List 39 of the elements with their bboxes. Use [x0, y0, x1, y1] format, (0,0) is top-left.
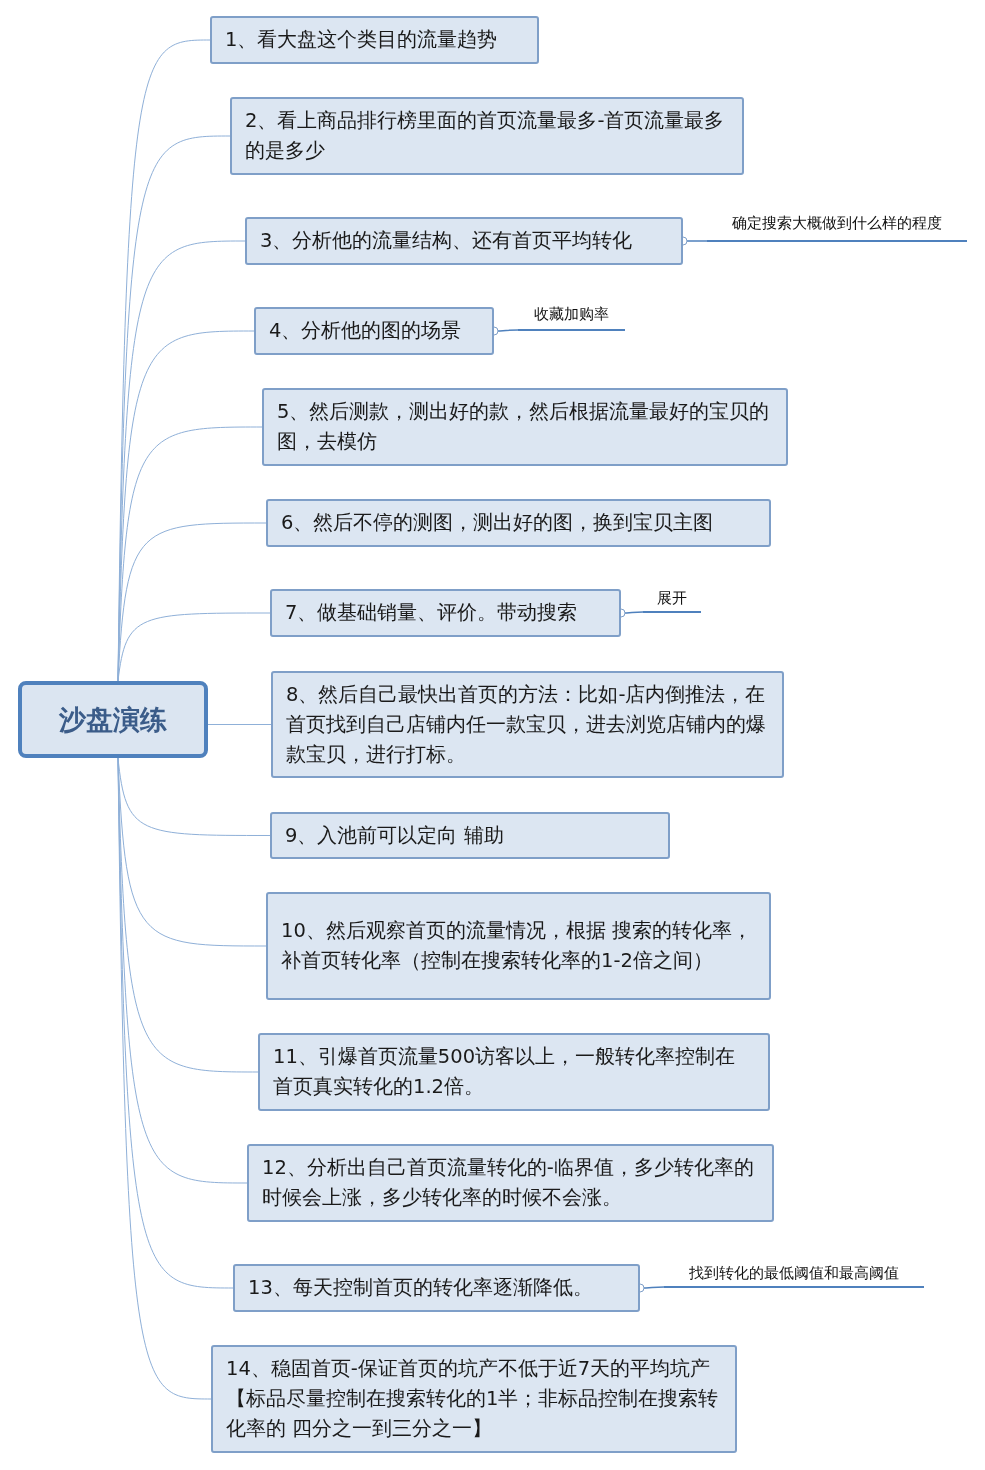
branch-line: [207, 724, 272, 725]
topic-text: 8、然后自己最快出首页的方法：比如-店内倒推法，在首页找到自己店铺内任一款宝贝，进去浏览店铺内的爆款宝贝，进行打标。: [286, 681, 767, 768]
topic-text: 2、看上商品排行榜里面的首页流量最多-首页流量最多的是多少: [245, 108, 726, 164]
central-topic-box: [18, 681, 208, 758]
topic-text: 10、然后观察首页的流量情况，根据 搜索的转化率，补首页转化率（控制在搜索转化率的1-2倍之间）: [281, 918, 753, 974]
topic-text: 5、然后测款，测出好的款，然后根据流量最好的宝贝的图，去模仿: [277, 399, 771, 455]
topic-text: 3、分析他的流量结构、还有首页平均转化: [260, 228, 633, 254]
topic-text: 沙盘演练: [59, 702, 167, 737]
topic-box: [245, 217, 683, 265]
note-label: [707, 212, 967, 242]
topic-box: [210, 16, 539, 64]
topic-text: 13、每天控制首页的转化率逐渐降低。: [248, 1275, 593, 1301]
topic-box: [266, 499, 771, 547]
topic-box: [230, 97, 744, 175]
topic-box: [270, 589, 621, 637]
topic-text: 11、引爆首页流量500访客以上，一般转化率控制在首页真实转化的1.2倍。: [273, 1044, 737, 1100]
topic-box: [271, 671, 784, 778]
topic-box: [247, 1144, 774, 1222]
topic-text: 14、稳固首页-保证首页的坑产不低于近7天的平均坑产【标品尽量控制在搜索转化的1半；非标品控制在搜索转化率的 四分之一到三分之一】: [226, 1356, 720, 1442]
topic-box: [258, 1033, 770, 1111]
topic-text: 4、分析他的图的场景: [269, 318, 462, 344]
topic-text: 找到转化的最低阈值和最高阈值: [689, 1263, 899, 1284]
topic-text: 9、入池前可以定向 辅助: [285, 822, 504, 849]
note-label: [518, 303, 625, 331]
topic-text: 确定搜索大概做到什么样的程度: [732, 213, 942, 234]
topic-text: 收藏加购率: [534, 304, 609, 325]
topic-box: [233, 1264, 640, 1312]
topic-box: [211, 1345, 737, 1453]
topic-text: 7、做基础销量、评价。带动搜索: [285, 600, 578, 626]
topic-box: [270, 812, 670, 859]
topic-box: [254, 307, 494, 355]
topic-text: 12、分析出自己首页流量转化的-临界值，多少转化率的时候会上涨，多少转化率的时候不会涨。: [262, 1155, 755, 1211]
branch-line: [117, 522, 267, 682]
topic-box: [262, 388, 788, 466]
topic-text: 6、然后不停的测图，测出好的图，换到宝贝主图: [281, 510, 714, 536]
topic-text: 展开: [657, 588, 687, 609]
topic-box: [266, 892, 771, 1000]
topic-text: 1、看大盘这个类目的流量趋势: [225, 27, 498, 53]
note-label: [664, 1262, 924, 1288]
